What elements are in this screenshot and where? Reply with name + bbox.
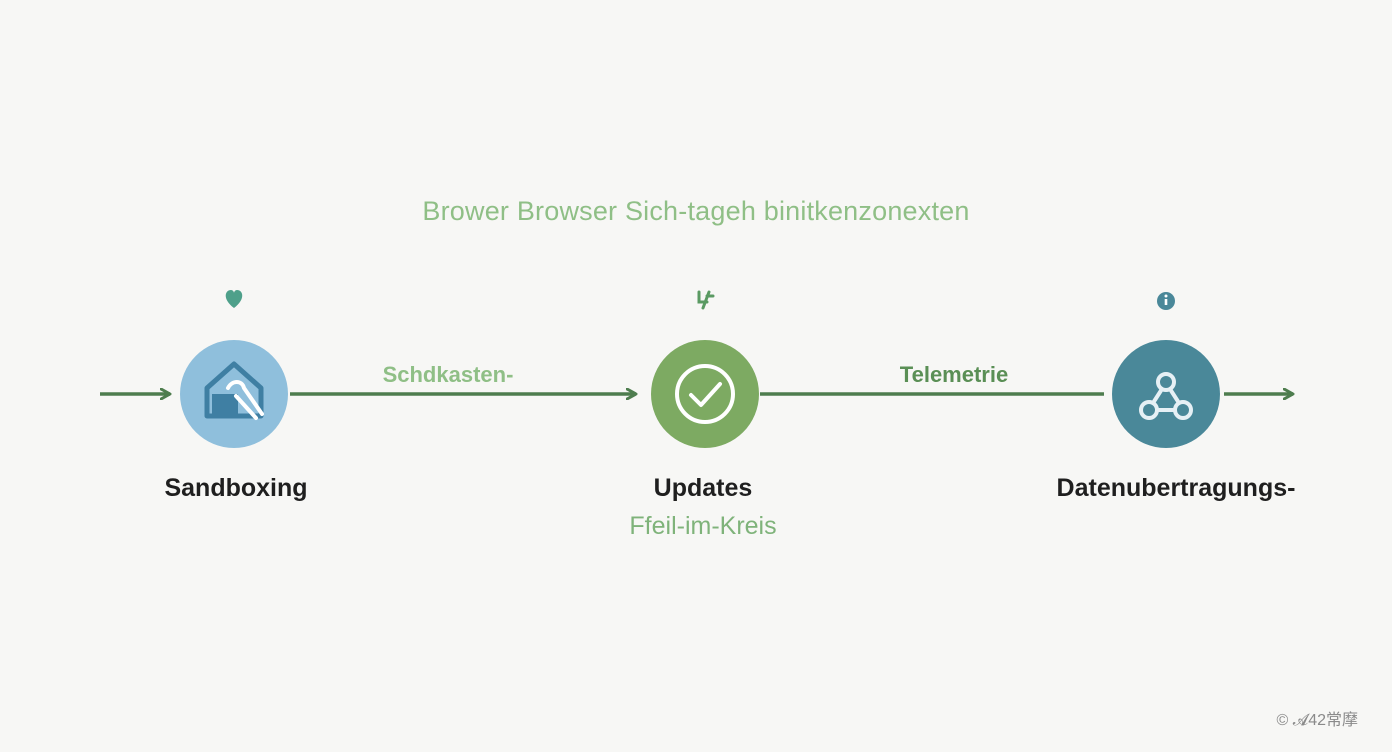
checkmark-circle-icon [675, 364, 735, 424]
heart-icon [225, 290, 243, 308]
edge-label-1: Schdkasten- [382, 362, 514, 387]
node-datenubertragung [1112, 340, 1220, 448]
node-sublabel-updates: Ffeil-im-Kreis [629, 512, 777, 540]
network-hub-icon [1139, 372, 1193, 420]
house-tool-icon [204, 361, 264, 420]
copyright-note: © 𝓐42常摩 [1276, 712, 1359, 729]
info-icon [1157, 292, 1175, 310]
node-label-updates: Updates [653, 474, 753, 502]
node-label-datenubertragung: Datenubertragungs- [1056, 474, 1296, 502]
node-label-sandboxing: Sandboxing [164, 474, 308, 502]
node-sandboxing [180, 340, 288, 448]
node-updates [651, 340, 759, 448]
refresh-glyph-icon [697, 290, 715, 310]
edge-label-2: Telemetrie [899, 362, 1009, 387]
diagram-title: Brower Browser Sich-tageh binitkenzonext… [422, 196, 970, 226]
